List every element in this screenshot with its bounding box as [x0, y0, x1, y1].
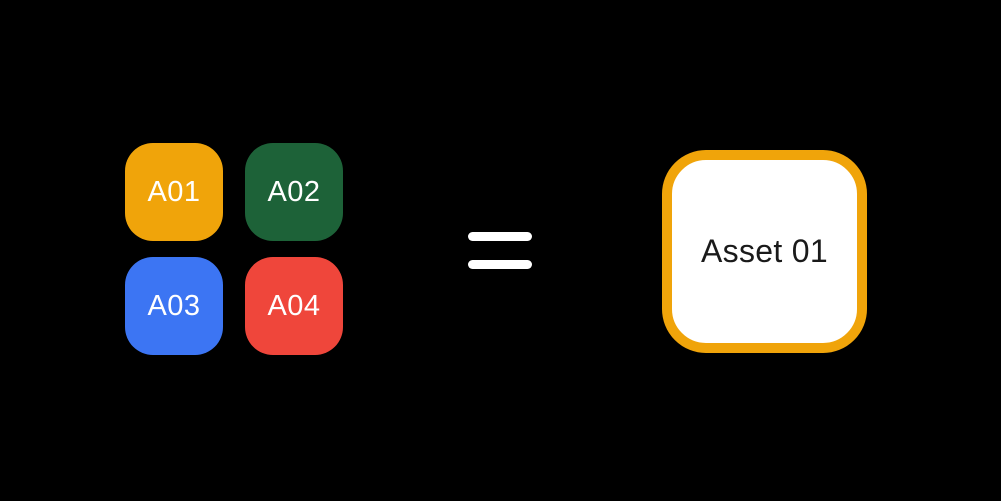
- tile-a03-label: A03: [147, 289, 201, 322]
- tile-a04-label: A04: [267, 289, 321, 322]
- tile-a03: A03: [125, 257, 223, 355]
- tile-a01-label: A01: [147, 175, 201, 208]
- asset-card-label: Asset 01: [701, 233, 828, 269]
- equals-bar-bottom: [468, 260, 532, 269]
- equals-bar-top: [468, 232, 532, 241]
- asset-card: Asset 01: [662, 150, 867, 353]
- asset-tile-grid: A01 A02 A03 A04: [125, 143, 343, 355]
- tile-a01: A01: [125, 143, 223, 241]
- tile-a02-label: A02: [267, 175, 321, 208]
- tile-a04: A04: [245, 257, 343, 355]
- equals-icon: [468, 232, 532, 269]
- tile-a02: A02: [245, 143, 343, 241]
